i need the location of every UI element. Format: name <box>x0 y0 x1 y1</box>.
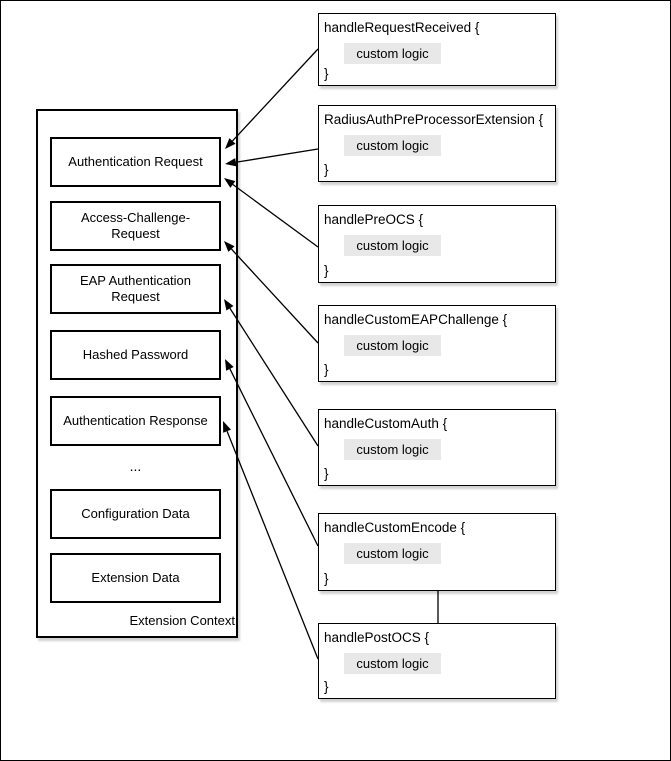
context-item-label: Hashed Password <box>82 347 189 362</box>
connector-line <box>226 430 319 660</box>
context-item-authentication-response: Authentication Response <box>50 396 221 446</box>
handler-closing-brace: } <box>324 679 329 694</box>
extension-context-label: Extension Context <box>129 613 235 628</box>
context-item-label: Access-Challenge-Request <box>80 210 191 241</box>
context-item-eap-authentication-request: EAP Authentication Request <box>50 264 221 314</box>
context-item-label: Authentication Response <box>63 413 208 428</box>
custom-logic-highlight: custom logic <box>344 439 441 460</box>
handler-title: handleCustomAuth { <box>324 416 448 431</box>
connector-line <box>229 307 319 447</box>
connector-line <box>229 368 319 547</box>
context-item-hashed-password: Hashed Password <box>50 330 221 380</box>
connector-line <box>235 148 319 163</box>
context-items-ellipsis: ... <box>50 456 221 476</box>
connector-handlepreocs-to-authentication-request <box>224 178 319 248</box>
handler-closing-brace: } <box>324 362 329 377</box>
handler-box-radiusauthpreprocessorextension: RadiusAuthPreProcessorExtension { custom … <box>318 105 556 182</box>
context-item-label: Authentication Request <box>68 154 203 169</box>
handler-box-handlepostocs: handlePostOCS { custom logic} <box>318 623 556 699</box>
context-item-configuration-data: Configuration Data <box>50 489 221 539</box>
handler-closing-brace: } <box>324 571 329 586</box>
handler-box-handlepreocs: handlePreOCS { custom logic} <box>318 205 556 283</box>
connector-handlecustomencode-to-hashed-password <box>225 359 319 547</box>
connector-handlecustomauth-to-eap-authentication-request <box>224 299 319 447</box>
handler-closing-brace: } <box>324 263 329 278</box>
custom-logic-highlight: custom logic <box>344 235 441 256</box>
handler-box-handlecustomauth: handleCustomAuth { custom logic} <box>318 409 556 486</box>
handler-box-handlecustomencode: handleCustomEncode { custom logic} <box>318 513 556 591</box>
context-item-extension-data: Extension Data <box>50 553 221 603</box>
handler-title: handleRequestReceived { <box>324 20 480 35</box>
context-item-label: Extension Data <box>91 570 180 585</box>
context-item-access-challenge-request: Access-Challenge-Request <box>50 201 221 251</box>
handler-closing-brace: } <box>324 162 329 177</box>
handler-box-handlecustomeapchallenge: handleCustomEAPChallenge { custom logic} <box>318 305 556 382</box>
custom-logic-highlight: custom logic <box>344 543 441 564</box>
handler-title: handleCustomEncode { <box>324 520 466 535</box>
handler-title: RadiusAuthPreProcessorExtension { <box>324 112 544 127</box>
custom-logic-highlight: custom logic <box>344 135 441 156</box>
custom-logic-highlight: custom logic <box>344 335 441 356</box>
handler-title: handlePostOCS { <box>324 630 430 645</box>
custom-logic-highlight: custom logic <box>344 653 441 674</box>
custom-logic-highlight: custom logic <box>344 43 441 64</box>
handler-title: handlePreOCS { <box>324 212 424 227</box>
connector-radiusauthpreprocessorextension-to-authentication-request <box>225 148 319 167</box>
connector-handlerequestreceived-to-authentication-request <box>225 48 319 149</box>
handler-closing-brace: } <box>324 466 329 481</box>
handler-title: handleCustomEAPChallenge { <box>324 312 508 327</box>
connector-line <box>232 183 319 248</box>
handler-closing-brace: } <box>324 66 329 81</box>
connector-line <box>232 48 319 142</box>
context-item-label: EAP Authentication Request <box>79 273 192 304</box>
context-item-authentication-request: Authentication Request <box>50 137 221 187</box>
connector-handlecustomeapchallenge-to-access-challenge-request <box>224 241 319 344</box>
handler-box-handlerequestreceived: handleRequestReceived { custom logic} <box>318 13 556 86</box>
context-item-label: ... <box>129 458 142 474</box>
connector-line <box>230 248 319 344</box>
context-item-label: Configuration Data <box>81 506 190 521</box>
